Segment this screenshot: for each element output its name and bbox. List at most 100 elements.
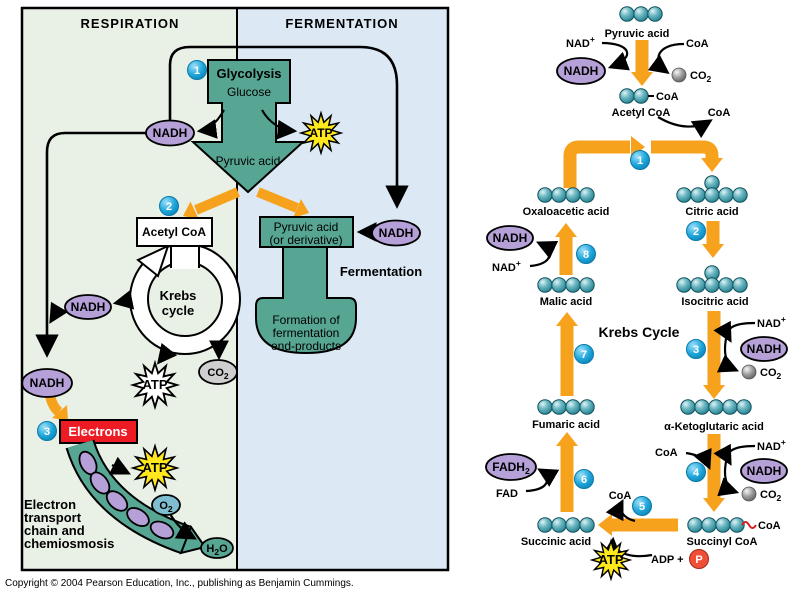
nadh-oval-step8 bbox=[486, 225, 534, 251]
krebs-badge-3 bbox=[686, 339, 706, 359]
molecule-malic-acid bbox=[537, 277, 595, 293]
step-1-number: 1 bbox=[194, 65, 200, 77]
carbon-sphere bbox=[704, 187, 720, 203]
carbon-sphere bbox=[565, 517, 581, 533]
fad-label: FAD bbox=[496, 488, 518, 500]
flow-krebs-to-nadh bbox=[112, 290, 135, 310]
h2o-label: H2O bbox=[206, 543, 228, 557]
flow-krebs-nadh-join bbox=[49, 301, 68, 324]
o2-label: O2 bbox=[159, 500, 173, 514]
fadh2-label: FADH2 bbox=[492, 460, 530, 476]
nadh-oval-glycolysis bbox=[145, 119, 195, 147]
panel-border bbox=[20, 6, 450, 572]
molecule-isocitric-acid bbox=[676, 265, 748, 293]
o2-oval bbox=[151, 494, 181, 516]
nadh-label-glycolysis: NADH bbox=[153, 126, 188, 140]
carbon-sphere bbox=[551, 277, 567, 293]
carbon-sphere bbox=[537, 399, 553, 415]
flow-nad-to-nadh-top bbox=[601, 41, 630, 71]
atp-label-step5: ATP bbox=[598, 552, 623, 567]
arrow-nadh-to-electrons-head bbox=[52, 405, 68, 421]
carbon-sphere bbox=[551, 399, 567, 415]
flow-krebs-to-atp bbox=[156, 342, 178, 365]
nadh-label-step8: NADH bbox=[493, 231, 528, 245]
krebs-badge-4 bbox=[686, 462, 706, 482]
flow-coa-in-step4 bbox=[685, 447, 712, 471]
flow-o2-to-h2o bbox=[169, 513, 197, 540]
flow-nad-step4 bbox=[713, 443, 756, 466]
step-badge-3 bbox=[37, 421, 57, 441]
electron-carrier-oval bbox=[89, 471, 111, 495]
arrow-pyruvate-to-fermentation-head bbox=[293, 199, 309, 218]
label-pyruvic-acid: Pyruvic acid bbox=[605, 28, 670, 40]
carbon-sphere bbox=[736, 399, 752, 415]
electrons-label: Electrons bbox=[68, 424, 127, 439]
molecule-oxaloacetic-acid bbox=[537, 187, 595, 203]
carbon-sphere bbox=[565, 187, 581, 203]
label-oxaloacetic-acid: Oxaloacetic acid bbox=[523, 206, 610, 218]
molecule-succinic-acid bbox=[537, 517, 595, 533]
nadh-label-krebs: NADH bbox=[71, 300, 106, 314]
carbon-sphere bbox=[715, 517, 731, 533]
molecule-pyruvic-acid bbox=[619, 6, 663, 22]
ferm-box-label-1: Pyruvic acid bbox=[274, 220, 339, 234]
fermentation-label: Fermentation bbox=[340, 264, 422, 279]
electrons-box bbox=[59, 419, 138, 444]
label-alpha-ketoglutaric-acid: α-Ketoglutaric acid bbox=[664, 421, 764, 433]
electron-carrier-oval bbox=[126, 507, 150, 527]
electron-carrier-oval bbox=[105, 490, 129, 512]
nadh-oval-top bbox=[556, 57, 606, 85]
ferm-blob-label-1: Formation of bbox=[272, 313, 340, 327]
nad-label-step8: NAD+ bbox=[492, 258, 521, 274]
respiration-background bbox=[22, 8, 237, 570]
carbon-sphere bbox=[676, 277, 692, 293]
coa-label-succinyl: CoA bbox=[758, 520, 781, 532]
krebs-badge-4-number: 4 bbox=[693, 467, 700, 479]
krebs-badge-7 bbox=[574, 344, 594, 364]
carbon-sphere bbox=[633, 88, 649, 104]
carbon-sphere bbox=[701, 517, 717, 533]
arrow-pyruvate-to-fermentation bbox=[256, 187, 299, 213]
flow-co2-step3 bbox=[716, 333, 740, 373]
carbon-sphere bbox=[704, 277, 720, 293]
carbon-sphere bbox=[718, 277, 734, 293]
flow-glycolysis-to-atp bbox=[261, 109, 298, 140]
flow-nadh-to-fermentation bbox=[168, 45, 409, 209]
carbon-sphere bbox=[729, 517, 745, 533]
carbon-sphere bbox=[619, 6, 635, 22]
nadh-label-step4: NADH bbox=[747, 464, 782, 478]
krebs-cofactor-arrows bbox=[525, 41, 756, 558]
carbon-sphere bbox=[537, 277, 553, 293]
pyruvic-derivative-box bbox=[259, 216, 354, 248]
nadh-label-step3: NADH bbox=[747, 342, 782, 356]
krebs-badge-1-number: 1 bbox=[637, 155, 643, 167]
carbon-sphere bbox=[732, 187, 748, 203]
krebs-ring-arrowhead bbox=[136, 244, 170, 278]
flow-fad-step6 bbox=[525, 468, 560, 493]
carbon-sphere bbox=[687, 517, 703, 533]
nad-label-top: NAD+ bbox=[566, 34, 595, 50]
arrow-step1-right bbox=[651, 140, 719, 158]
carbon-sphere bbox=[551, 187, 567, 203]
krebs-badge-5 bbox=[632, 496, 652, 516]
h2o-oval bbox=[200, 537, 234, 559]
carbon-sphere bbox=[732, 277, 748, 293]
arrow-nadh-to-electrons bbox=[45, 394, 63, 416]
atp-label-glycolysis: ATP bbox=[309, 126, 332, 140]
carbon-sphere bbox=[680, 399, 696, 415]
left-panel: RESPIRATION FERMENTATION 1 2 3 Glycolysi… bbox=[20, 6, 450, 572]
right-panel-krebs-cycle: 1 2 3 4 5 6 7 8 Krebs Cycle Pyruvic acid… bbox=[485, 6, 788, 579]
flow-nad-step8 bbox=[529, 241, 559, 268]
glycolysis-title: Glycolysis bbox=[216, 66, 281, 81]
etc-label-1: Electron bbox=[24, 497, 76, 512]
carbon-sphere bbox=[647, 6, 663, 22]
flow-to-co2-top bbox=[647, 42, 685, 74]
fermentation-title: FERMENTATION bbox=[285, 16, 398, 31]
molecule-citric-acid bbox=[676, 175, 748, 203]
step-badge-1 bbox=[187, 60, 207, 80]
arrow-step1-left bbox=[563, 140, 630, 188]
label-fumaric-acid: Fumaric acid bbox=[532, 419, 600, 431]
co2-oval bbox=[198, 359, 238, 385]
label-succinyl-coa: Succinyl CoA bbox=[687, 536, 758, 548]
